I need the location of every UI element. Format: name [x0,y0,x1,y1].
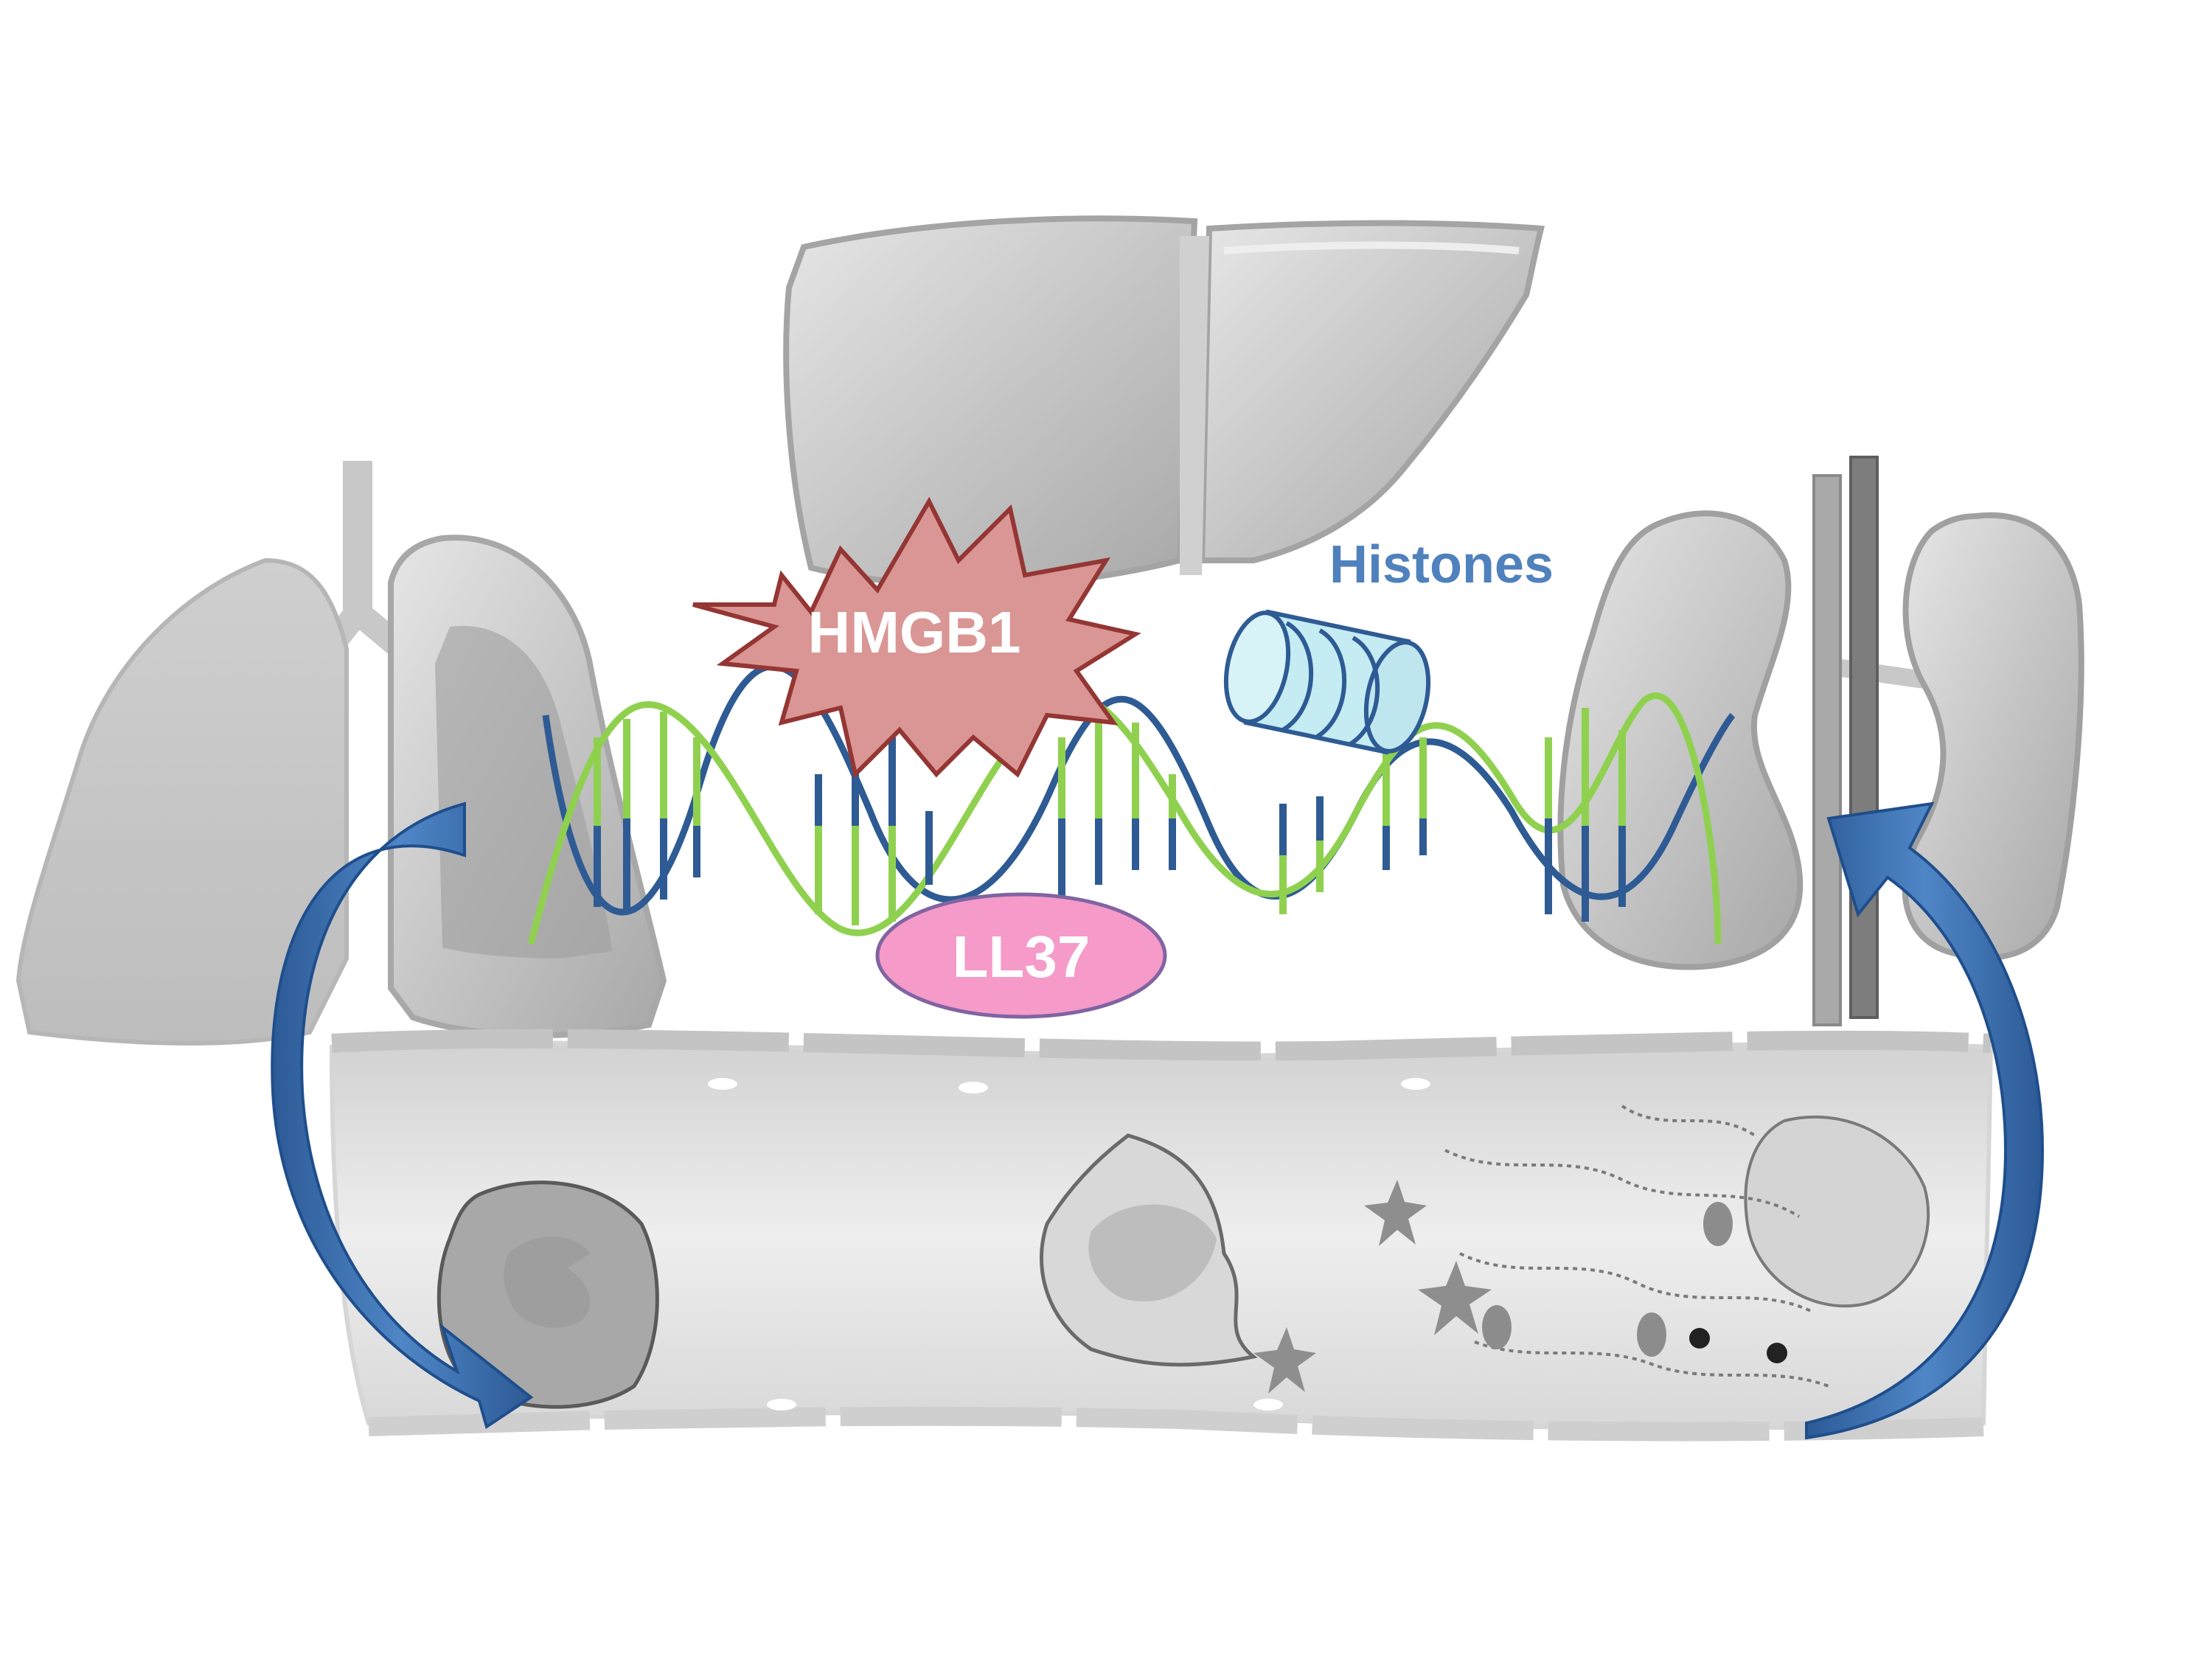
platelet-icon [1253,1180,1492,1394]
kidney-icon [1557,456,2084,1026]
ll37-label: LL37 [953,924,1091,990]
net-dna-icon [1040,1105,1930,1388]
hmgb1-starburst [692,496,1141,779]
liver-icon [783,215,1545,588]
histones-label: Histones [1329,535,1554,594]
left-curved-arrow [271,801,534,1430]
neutrophil-icon [437,1180,659,1409]
ll37-ellipse [875,892,1167,1019]
hmgb1-label: HMGB1 [808,599,1021,665]
lung-icon [15,461,667,1046]
dna-helix-icon [527,663,1736,945]
histone-nucleosome-icon [1223,609,1431,755]
right-curved-arrow [1805,801,2045,1440]
